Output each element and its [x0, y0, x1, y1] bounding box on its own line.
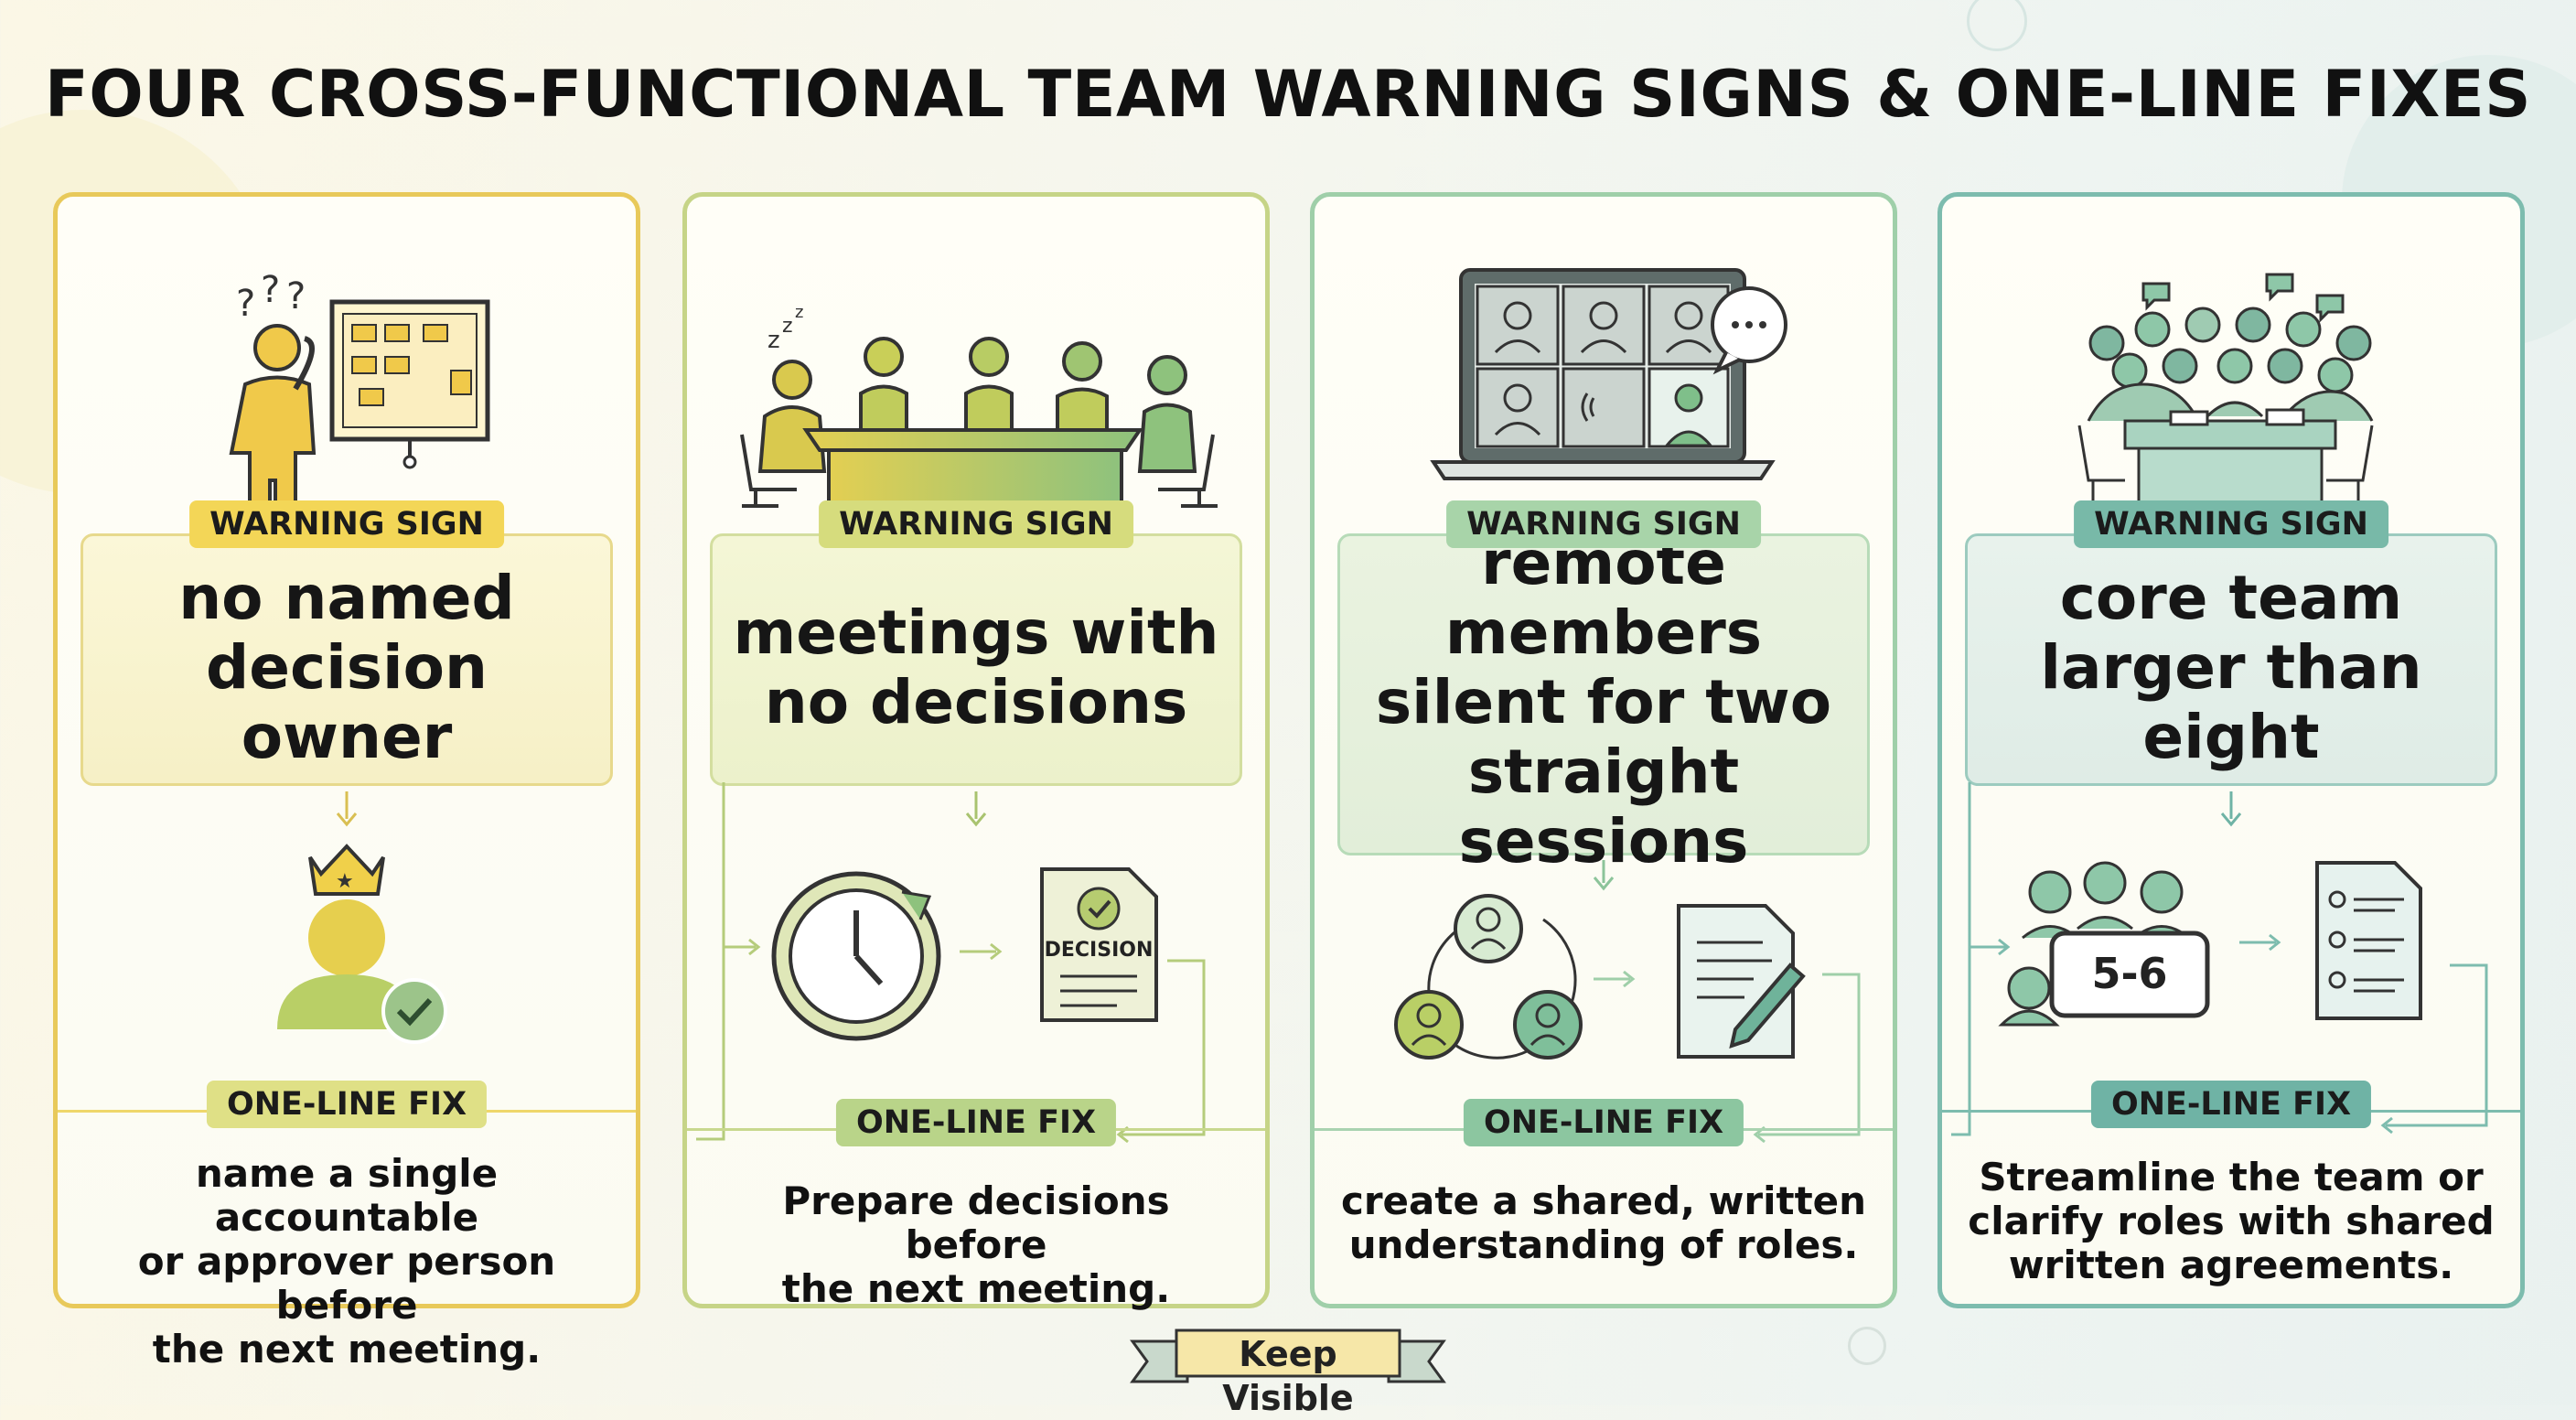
clock-icon [771, 871, 941, 1041]
warning-text-box: meetings with no decisions [710, 533, 1242, 786]
warning-card-remote-silent: WARNING SIGN remote members silent for t… [1310, 192, 1897, 1308]
warning-text-line: core team [2059, 563, 2403, 633]
fix-text-line: name a single accountable [195, 1151, 499, 1240]
warning-text-line: no decisions [764, 667, 1188, 737]
fix-text-line: clarify roles with shared [1968, 1199, 2495, 1243]
people-cycle-icon [1394, 894, 1583, 1060]
background-ring [1848, 1327, 1886, 1365]
keep-visible-badge: Keep Visible [1123, 1325, 1453, 1418]
warning-sign-tag: WARNING SIGN [189, 500, 504, 548]
warning-text-line: remote members [1444, 528, 1763, 668]
down-arrow-icon [965, 791, 987, 827]
keep-visible-label: Keep Visible [1222, 1334, 1354, 1418]
down-arrow-icon [2220, 791, 2242, 827]
fix-text-line: Prepare decisions before [782, 1178, 1170, 1267]
warning-text-box: no named decision owner [80, 533, 613, 786]
warning-text-line: larger than eight [2040, 632, 2422, 772]
warning-text-box: core team larger than eight [1965, 533, 2497, 786]
fix-text: Streamline the team or clarify roles wit… [1960, 1156, 2502, 1287]
warning-card-decision-owner: ? ? ? WARNING SIGN no named decision own… [53, 192, 640, 1372]
svg-text:z: z [767, 327, 780, 354]
crowned-person-check-icon: ★ [277, 844, 447, 1044]
svg-text:z: z [782, 315, 793, 338]
background-ring [1967, 0, 2027, 51]
decision-document-icon: DECISION [1040, 867, 1158, 1022]
fix-text: name a single accountable or approver pe… [76, 1152, 617, 1372]
svg-text:★: ★ [336, 870, 354, 893]
one-line-fix-tag: ONE-LINE FIX [206, 1081, 488, 1128]
svg-text:?: ? [236, 283, 255, 325]
small-team-icon: 5-6 [1998, 861, 2210, 1027]
roles-list-document-icon [2315, 861, 2422, 1020]
flow-connector-icon [696, 782, 1206, 1144]
warning-text-line: meetings with [733, 597, 1219, 668]
svg-text:?: ? [286, 275, 306, 317]
warning-text-line: silent for two [1375, 667, 1832, 737]
fix-text-line: understanding of roles. [1348, 1222, 1859, 1267]
svg-text:z: z [795, 303, 803, 322]
ribbon-icon [1130, 1329, 1446, 1383]
fix-text-line: written agreements. [2008, 1242, 2454, 1287]
warning-text-line: no named [178, 563, 515, 633]
warning-sign-tag: WARNING SIGN [1446, 500, 1761, 548]
fix-text-line: the next meeting. [781, 1266, 1171, 1311]
page-title: FOUR CROSS-FUNCTIONAL TEAM WARNING SIGNS… [44, 57, 2532, 132]
fix-text: Prepare decisions before the next meetin… [705, 1179, 1247, 1311]
one-line-fix-tag: ONE-LINE FIX [2090, 1081, 2372, 1128]
crowded-team-table-icon [2077, 273, 2374, 505]
bored-meeting-table-icon: z z z [740, 303, 1218, 508]
team-size-label: 5-6 [2091, 949, 2167, 998]
warning-card-team-size: WARNING SIGN core team larger than eight… [1937, 192, 2525, 1308]
warning-text-line: straight sessions [1458, 737, 1749, 877]
video-call-laptop-icon [1430, 268, 1787, 480]
fix-text-line: the next meeting. [152, 1327, 542, 1372]
fix-text-line: create a shared, written [1340, 1178, 1867, 1223]
svg-text:?: ? [261, 269, 280, 311]
warning-text-box: remote members silent for two straight s… [1337, 529, 1870, 877]
warning-sign-tag: WARNING SIGN [819, 500, 1133, 548]
warning-text-line: decision owner [206, 632, 488, 772]
fix-text: create a shared, written understanding o… [1333, 1179, 1874, 1267]
down-arrow-icon [336, 791, 358, 827]
fix-text-line: or approver person before [137, 1239, 556, 1328]
one-line-fix-tag: ONE-LINE FIX [835, 1099, 1117, 1146]
decision-doc-label: DECISION [1045, 939, 1154, 962]
fix-text-line: Streamline the team or [1979, 1155, 2484, 1199]
warning-sign-tag: WARNING SIGN [2074, 500, 2388, 548]
one-line-fix-tag: ONE-LINE FIX [1463, 1099, 1744, 1146]
confused-person-whiteboard-icon: ? ? ? [229, 269, 490, 508]
document-pen-icon [1677, 904, 1806, 1059]
warning-card-meetings-no-decisions: z z z WARNING SIGN meetings with no deci… [682, 192, 1270, 1311]
